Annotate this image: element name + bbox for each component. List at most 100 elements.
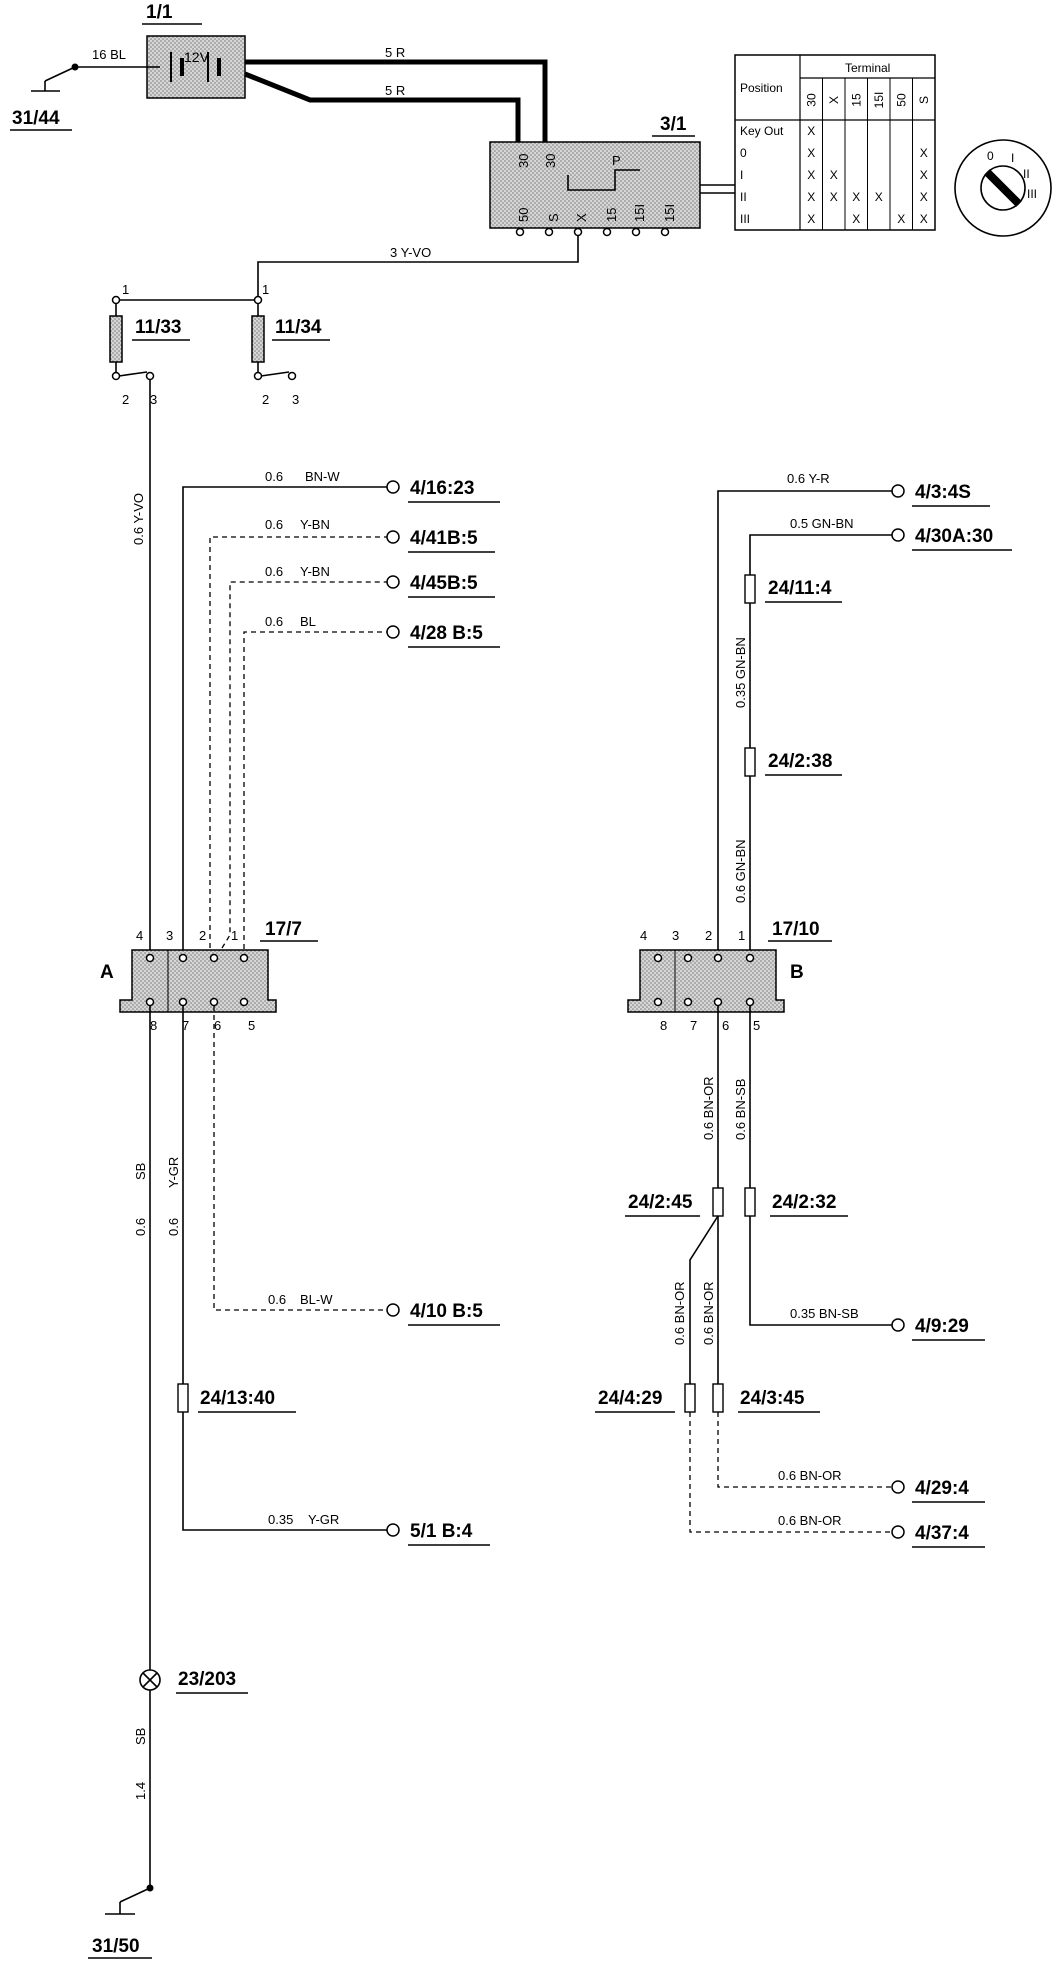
switch-to-fuses: 3 Y-VO 1 1 bbox=[111, 236, 579, 305]
key-pos-3: III bbox=[1027, 187, 1037, 201]
position-table-row-label: Key Out bbox=[740, 124, 784, 138]
wire-bl-w bbox=[213, 1006, 388, 1311]
term-4-45b-5-label: 4/45B:5 bbox=[410, 573, 478, 594]
conn-b-pin7: 7 bbox=[690, 1018, 697, 1033]
conn-b-pin8: 8 bbox=[660, 1018, 667, 1033]
ig-term-15i-b bbox=[660, 227, 670, 237]
wire-sb-color: SB bbox=[133, 1163, 148, 1180]
right-upper-wires: 0.6 Y-R 0.5 GN-BN 0.35 GN-BN 0.6 GN-BN 2… bbox=[717, 471, 893, 958]
wire-gn-bn bbox=[749, 534, 893, 958]
connector-a-ref: 17/7 bbox=[265, 919, 302, 940]
splice-24-11-4 bbox=[744, 574, 756, 604]
ig-term-15 bbox=[602, 227, 612, 237]
right-lower-terminals: 4/9:29 4/29:4 4/37:4 bbox=[891, 1316, 985, 1548]
battery-ref: 1/1 bbox=[146, 2, 173, 23]
position-table-mark: X bbox=[807, 212, 815, 226]
ig-pin-15i-b: 15I bbox=[662, 204, 677, 222]
position-table-mark: X bbox=[830, 190, 838, 204]
wire-out-4-29-4 bbox=[717, 1412, 893, 1488]
position-table-col-header: 30 bbox=[804, 93, 818, 107]
key-icon bbox=[984, 169, 1022, 207]
fuse-b-ref: 11/34 bbox=[275, 317, 322, 338]
wire-gn-bn-mid-label: 0.35 GN-BN bbox=[733, 637, 748, 708]
ig-pin-30-b: 30 bbox=[543, 154, 558, 168]
wire-bn-w-size: 0.6 bbox=[265, 469, 283, 484]
right-lower-wires: 0.6 BN-OR 0.6 BN-SB 0.35 BN-SB 24/2:45 2… bbox=[595, 1006, 893, 1533]
wire-ground-color: SB bbox=[133, 1728, 148, 1745]
wire-bn-or-main-label: 0.6 BN-OR bbox=[701, 1076, 716, 1140]
position-table-mark: X bbox=[807, 168, 815, 182]
wire-y-bn-a bbox=[209, 536, 388, 948]
position-table-row-label: II bbox=[740, 190, 747, 204]
wire-3-y-vo-label: 3 Y-VO bbox=[390, 245, 431, 260]
fuse-a-pin2-term bbox=[111, 371, 121, 381]
position-table-mark: X bbox=[807, 124, 815, 138]
ig-term-x bbox=[573, 227, 583, 237]
term-4-29-4-label: 4/29:4 bbox=[915, 1478, 969, 1499]
term-4-16-23-label: 4/16:23 bbox=[410, 478, 474, 499]
fuse-b-body bbox=[251, 315, 265, 363]
fuse-a-body bbox=[109, 315, 123, 363]
splice-24-2-32-label: 24/2:32 bbox=[772, 1192, 836, 1213]
wire-bn-or-left-label: 0.6 BN-OR bbox=[672, 1281, 687, 1345]
connector-b-letter: B bbox=[790, 962, 804, 983]
ig-pin-15i-a: 15I bbox=[632, 204, 647, 222]
splice-24-2-38 bbox=[744, 747, 756, 777]
fuse-a-pin3-term bbox=[145, 371, 155, 381]
position-table-mark: X bbox=[920, 190, 928, 204]
wire-bl-w-size: 0.6 bbox=[268, 1292, 286, 1307]
fuse-11-33: 11/33 2 3 bbox=[109, 304, 190, 407]
term-4-41b-5 bbox=[386, 530, 400, 544]
ig-pin-x: X bbox=[574, 213, 589, 222]
fuse-b-pin2-term bbox=[253, 371, 263, 381]
term-4-37-4-label: 4/37:4 bbox=[915, 1523, 969, 1544]
position-table-row-label: 0 bbox=[740, 146, 747, 160]
position-table-mark: X bbox=[807, 146, 815, 160]
wire-y-bn-b-size: 0.6 bbox=[265, 564, 283, 579]
wire-5r-b-label: 5 R bbox=[385, 83, 405, 98]
position-table-mark: X bbox=[852, 190, 860, 204]
conn-b-pin1: 1 bbox=[738, 928, 745, 943]
wire-bl-color: BL bbox=[300, 614, 316, 629]
ground-top-ref: 31/44 bbox=[12, 108, 60, 129]
battery-box bbox=[146, 35, 246, 99]
bulb-section: 23/203 SB 1.4 31/50 bbox=[88, 1669, 248, 1959]
splice-24-2-38-label: 24/2:38 bbox=[768, 751, 832, 772]
position-table-mark: X bbox=[852, 212, 860, 226]
fuse-b-pin-top: 1 bbox=[262, 282, 269, 297]
wire-gn-bn-label: 0.5 GN-BN bbox=[790, 516, 854, 531]
wire-y-r bbox=[717, 490, 893, 958]
position-table-col-header: 15 bbox=[849, 93, 863, 107]
heavy-battery-wires: 5 R 5 R bbox=[244, 45, 548, 142]
bulb-ref: 23/203 bbox=[178, 1669, 236, 1690]
splice-24-2-45 bbox=[712, 1187, 724, 1217]
wire-bn-sb bbox=[749, 1006, 893, 1326]
left-wires: 0.6 Y-VO 0.6 BN-W 0.6 Y-BN 0.6 Y-BN 0.6 … bbox=[131, 380, 388, 958]
wire-bn-w-color: BN-W bbox=[305, 469, 340, 484]
term-4-10b-5 bbox=[386, 1303, 400, 1317]
left-upper-terminals: 4/16:23 4/41B:5 4/45B:5 4/28 B:5 bbox=[386, 478, 500, 648]
right-upper-terminals: 4/3:4S 4/30A:30 bbox=[891, 482, 1012, 551]
ig-pin-s: S bbox=[546, 213, 561, 222]
ig-bottom-pins: 50 S X 15 15I 15I bbox=[516, 204, 677, 222]
splice-24-3-45 bbox=[712, 1383, 724, 1413]
wire-out-4-37-4-label: 0.6 BN-OR bbox=[778, 1513, 842, 1528]
terminal-header: Terminal bbox=[845, 61, 890, 75]
ig-internal-path bbox=[567, 169, 640, 191]
wire-bn-or-right-label: 0.6 BN-OR bbox=[701, 1281, 716, 1345]
fuse-b-bridge bbox=[260, 371, 290, 377]
splice-24-13-40 bbox=[177, 1383, 189, 1413]
splice-24-13-40-label: 24/13:40 bbox=[200, 1388, 275, 1409]
fuse-a-ref: 11/33 bbox=[135, 317, 182, 338]
conn-a-pin8: 8 bbox=[150, 1018, 157, 1033]
position-table-mark: X bbox=[897, 212, 905, 226]
wire-y-vo-label: 0.6 Y-VO bbox=[131, 493, 146, 545]
term-4-28b-5-label: 4/28 B:5 bbox=[410, 623, 483, 644]
term-4-28b-5 bbox=[386, 625, 400, 639]
position-table-col-header: 15I bbox=[872, 92, 886, 109]
conn-a-pin4: 4 bbox=[136, 928, 143, 943]
ig-pin-30-a: 30 bbox=[516, 154, 531, 168]
wire-5r-a-label: 5 R bbox=[385, 45, 405, 60]
wire-y-gr-color: Y-GR bbox=[166, 1157, 181, 1188]
